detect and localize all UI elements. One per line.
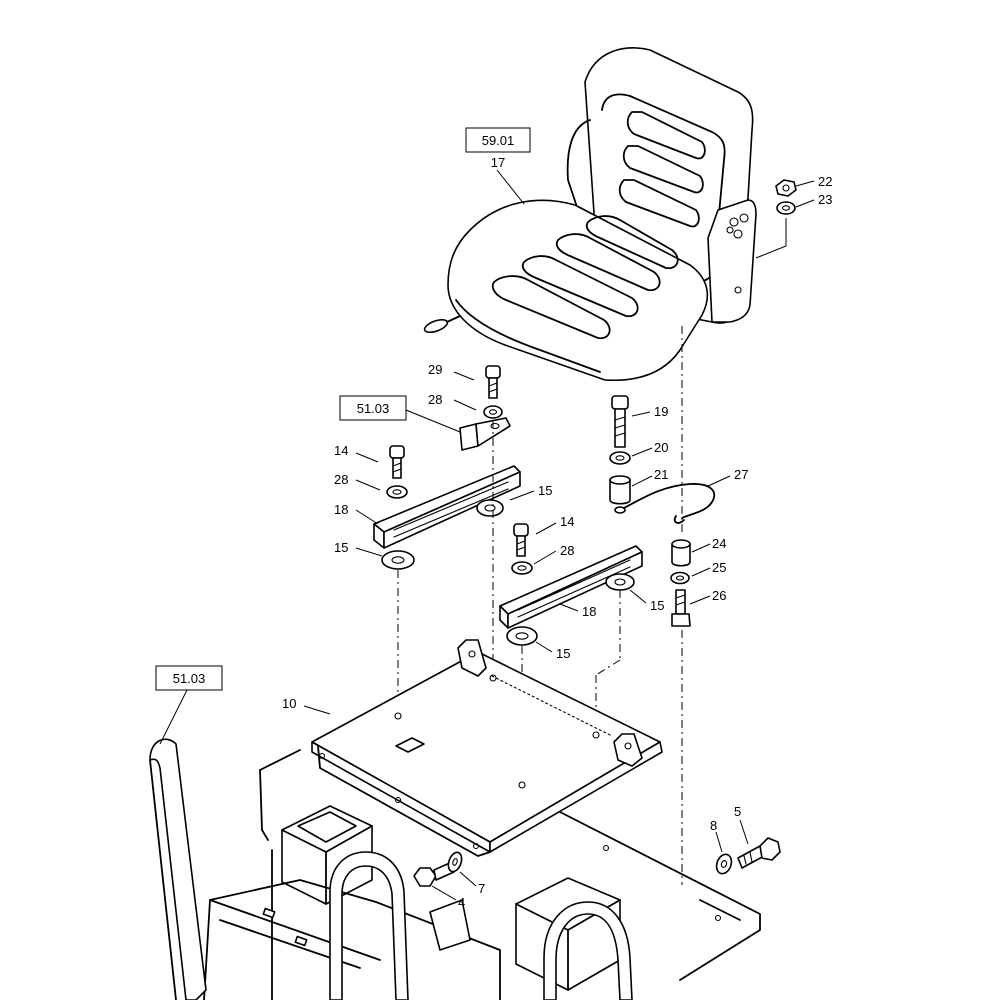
seat-plate <box>311 639 663 857</box>
bolt-26 <box>671 589 691 627</box>
callout-7: 7 <box>478 881 485 896</box>
callout-28-left: 28 <box>334 472 348 487</box>
leader-lines <box>159 169 815 901</box>
washer-28-top <box>483 405 503 419</box>
cable-27 <box>614 483 716 524</box>
callout-20: 20 <box>654 440 668 455</box>
washer-28-right <box>511 561 533 575</box>
callout-29: 29 <box>428 362 442 377</box>
callout-15-c: 15 <box>650 598 664 613</box>
seat-rail-left <box>373 465 521 549</box>
callout-25: 25 <box>712 560 726 575</box>
washer-15-d <box>506 626 538 646</box>
seat <box>423 47 757 382</box>
callout-18-right: 18 <box>582 604 596 619</box>
callout-21: 21 <box>654 467 668 482</box>
callout-4: 4 <box>458 895 465 910</box>
callout-28-right: 28 <box>560 543 574 558</box>
callout-26: 26 <box>712 588 726 603</box>
washer-25 <box>670 571 690 585</box>
washer-23 <box>776 201 796 215</box>
washer-15-a <box>476 499 504 517</box>
callout-15-d: 15 <box>556 646 570 661</box>
washer-7 <box>447 851 463 873</box>
rollbar-reference-label: 51.03 <box>173 671 206 686</box>
callout-27: 27 <box>734 467 748 482</box>
rollbar-reference-box <box>155 665 223 691</box>
nut-22 <box>775 179 797 197</box>
washer-20 <box>609 451 631 465</box>
callout-22: 22 <box>818 174 832 189</box>
callout-10: 10 <box>282 696 296 711</box>
spacer-21 <box>609 475 631 505</box>
callout-14-right: 14 <box>560 514 574 529</box>
washer-8 <box>715 853 733 875</box>
roll-bar <box>149 738 409 1000</box>
callout-8: 8 <box>710 818 717 833</box>
washer-15-c <box>605 573 635 591</box>
callout-28-top: 28 <box>428 392 442 407</box>
callout-15-b: 15 <box>334 540 348 555</box>
bracket <box>459 417 511 451</box>
bracket-reference-label: 51.03 <box>357 401 390 416</box>
washer-15-b <box>381 550 415 570</box>
callout-15-a: 15 <box>538 483 552 498</box>
callout-5: 5 <box>734 804 741 819</box>
seat-reference-label: 59.01 <box>482 133 515 148</box>
machine-body <box>203 749 761 1000</box>
callout-24: 24 <box>712 536 726 551</box>
bracket-reference-box <box>339 395 407 421</box>
bolt-14-right <box>513 523 529 557</box>
callout-18-left: 18 <box>334 502 348 517</box>
seat-reference-box <box>465 127 531 153</box>
bolt-14-left <box>389 445 405 479</box>
callout-14-left: 14 <box>334 443 348 458</box>
bolt-29 <box>485 365 501 399</box>
callout-19: 19 <box>654 404 668 419</box>
seat-rail-right <box>499 545 643 629</box>
bolt-19 <box>611 395 629 448</box>
callout-23: 23 <box>818 192 832 207</box>
spacer-24 <box>671 539 691 567</box>
bolt-5 <box>737 837 781 869</box>
washer-28-left <box>386 485 408 499</box>
callout-17: 17 <box>491 155 505 170</box>
